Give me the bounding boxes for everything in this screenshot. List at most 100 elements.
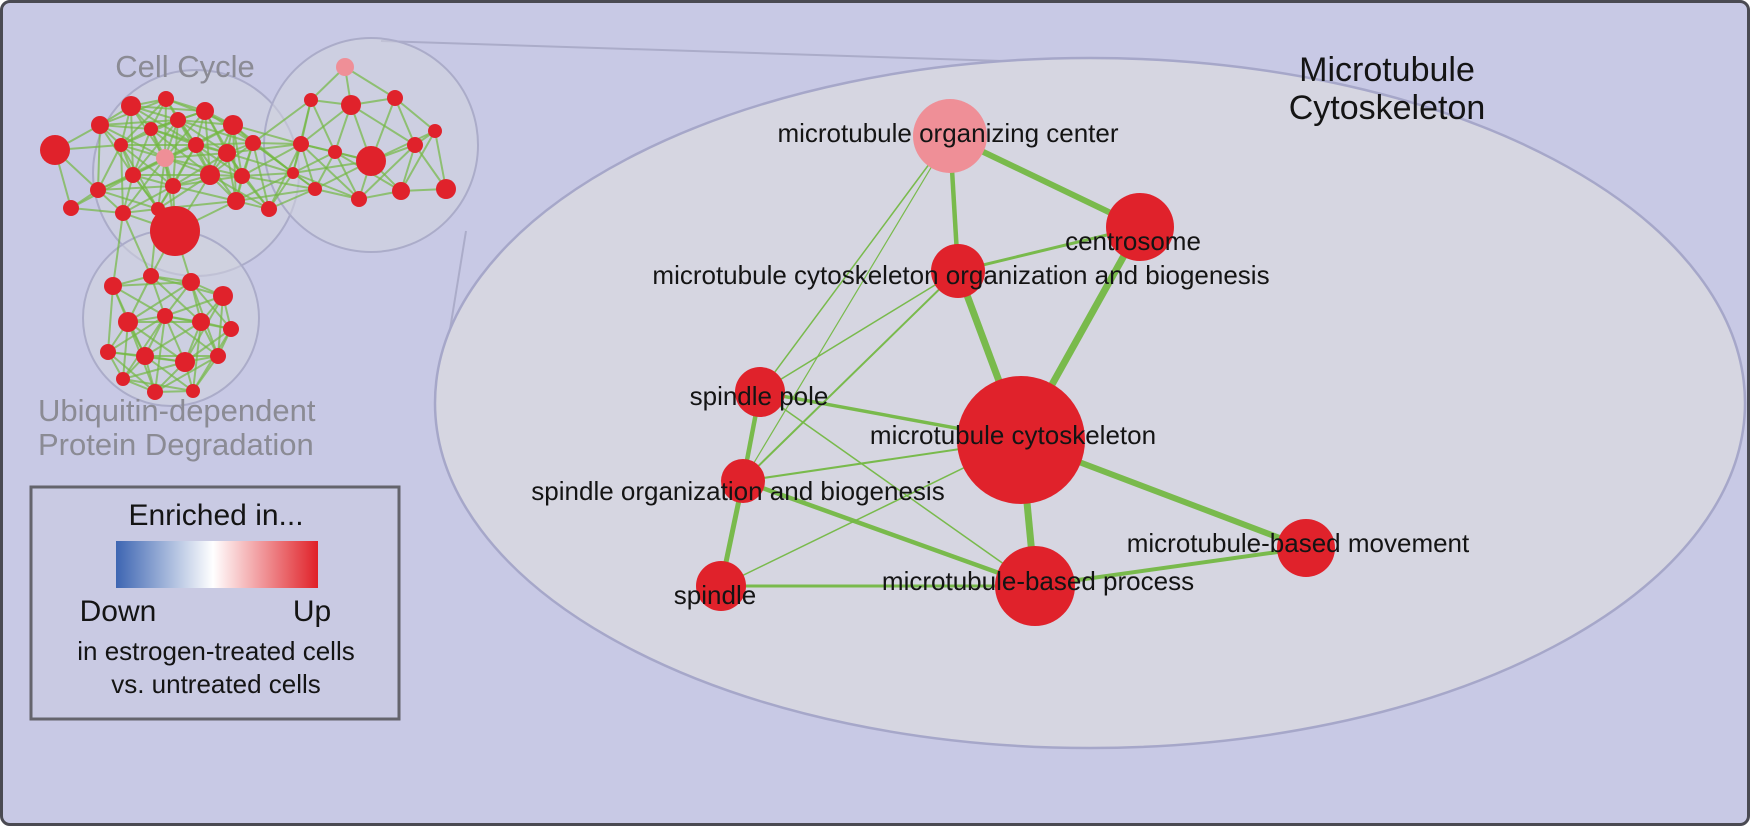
overview-node — [104, 277, 122, 295]
overview-edge — [209, 174, 270, 210]
overview-edge — [97, 144, 122, 191]
overview-node — [165, 178, 181, 194]
overview-edge — [252, 142, 302, 145]
node-label-moc: microtubule organizing center — [777, 118, 1118, 148]
overview-edge — [268, 143, 302, 210]
node-mc — [957, 376, 1085, 504]
overview-edge — [154, 315, 166, 393]
overview-edge — [300, 143, 360, 200]
overview-edge — [241, 143, 302, 177]
overview-node — [186, 384, 200, 398]
overview-edge — [252, 99, 312, 144]
overview-edge — [97, 124, 101, 191]
overview-edge — [394, 97, 436, 132]
overview-node — [328, 145, 342, 159]
overview-edge — [172, 185, 237, 202]
node-label-centrosome: centrosome — [1065, 226, 1201, 256]
node-spindle — [696, 561, 746, 611]
overview-node — [336, 58, 354, 76]
overview-node — [182, 273, 200, 291]
overview-node — [158, 91, 174, 107]
node-label-spindle: spindle — [674, 580, 756, 610]
overview-edge — [120, 98, 167, 146]
overview-edge — [252, 142, 270, 210]
overview-node — [156, 149, 174, 167]
overview-node — [157, 308, 173, 324]
legend-caption-line2: vs. untreated cells — [111, 669, 321, 699]
overview-edge — [241, 175, 316, 190]
overview-edge — [107, 315, 166, 353]
overview-node — [200, 165, 220, 185]
overview-edge — [150, 275, 202, 323]
node-label-spindle_pole: spindle pole — [690, 381, 829, 411]
zoom-node-labels: microtubule organizing center centrosome m… — [531, 118, 1470, 610]
cell-cycle-label: Cell Cycle — [115, 49, 255, 84]
network-scene: microtubule organizing center centrosome m… — [29, 37, 1747, 750]
node-mbp — [995, 546, 1075, 626]
overview-edge — [144, 355, 194, 392]
node-centrosome — [1106, 193, 1174, 261]
overview-node — [118, 312, 138, 332]
overview-edge — [122, 361, 186, 380]
overview-node — [175, 352, 195, 372]
overview-edge — [70, 207, 124, 214]
zoom-edge-mco-spindle_org — [742, 270, 959, 482]
overview-edge — [394, 97, 416, 146]
overview-edge — [400, 130, 436, 192]
node-moc — [913, 99, 987, 173]
overview-node — [192, 313, 210, 331]
legend: Enriched in... Down Up in estrogen-treat… — [29, 485, 401, 721]
overview-edge — [144, 321, 202, 357]
overview-node — [227, 192, 245, 210]
legend-caption-line1: in estrogen-treated cells — [77, 636, 354, 666]
overview-edge — [122, 212, 152, 277]
overview-edge — [195, 142, 254, 146]
node-spindle_org — [721, 459, 765, 503]
legend-up-label: Up — [293, 595, 331, 628]
overview-edge — [122, 185, 174, 214]
overview-edge — [97, 189, 159, 210]
overview-node — [136, 347, 154, 365]
legend-gradient-bar — [116, 541, 318, 588]
zoom-edge-moc-spindle_pole — [759, 135, 951, 393]
overview-node — [147, 384, 163, 400]
overview-node — [392, 182, 410, 200]
overview-node — [234, 168, 250, 184]
overview-node — [116, 372, 130, 386]
overview-edge — [127, 281, 192, 323]
overview-node — [261, 201, 277, 217]
overview-nodes — [40, 58, 456, 400]
overview-edge — [334, 151, 360, 200]
overview-edge — [350, 104, 416, 146]
overview-edge — [164, 110, 206, 159]
figure-title-line2: Cytoskeleton — [1289, 89, 1486, 127]
overview-edge — [268, 188, 316, 210]
zoom-edge-mco-spindle_pole — [759, 270, 959, 393]
zoom-ellipse — [433, 56, 1747, 750]
overview-node — [351, 191, 367, 207]
node-label-mbp: microtubule-based process — [882, 566, 1194, 596]
overview-node — [90, 182, 106, 198]
overview-node — [287, 167, 299, 179]
overview-edge — [300, 104, 352, 145]
overview-edge — [190, 281, 232, 330]
cluster-circle — [263, 37, 479, 253]
overview-edge — [252, 142, 294, 174]
overview-edge — [97, 185, 174, 191]
overview-edge — [241, 172, 294, 177]
node-label-spindle_org: spindle organization and biogenesis — [531, 476, 944, 506]
overview-node — [91, 116, 109, 134]
overview-node — [188, 137, 204, 153]
overview-node — [121, 96, 141, 116]
overview-node — [213, 286, 233, 306]
overview-edge — [132, 119, 179, 176]
overview-edge — [292, 172, 360, 200]
overview-node — [115, 205, 131, 221]
overview-node — [63, 200, 79, 216]
overview-edge — [107, 285, 114, 353]
node-mbm — [1277, 519, 1335, 577]
node-label-mc: microtubule cytoskeleton — [870, 420, 1156, 450]
overview-edge — [132, 128, 152, 176]
ubiquitin-label-line2: Protein Degradation — [38, 427, 314, 462]
